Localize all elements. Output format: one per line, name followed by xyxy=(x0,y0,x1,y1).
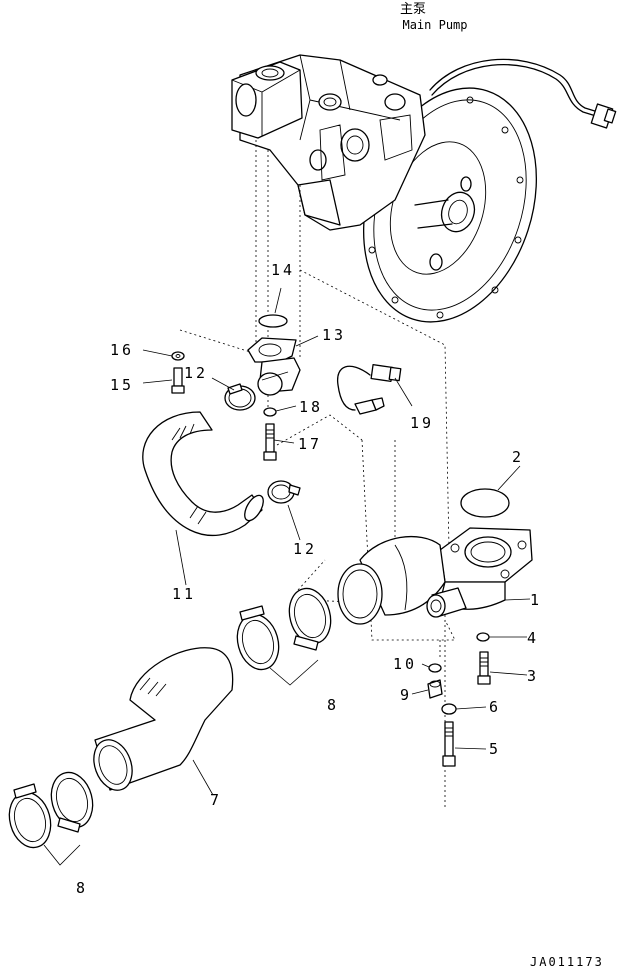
callout-15: 15 xyxy=(110,376,134,394)
callout-1: 1 xyxy=(530,591,542,609)
main-pump xyxy=(231,54,617,323)
upper-elbow-assembly xyxy=(171,314,402,504)
callout-7: 7 xyxy=(210,791,222,809)
hose-7 xyxy=(93,647,234,791)
callout-3: 3 xyxy=(527,667,539,685)
drawing-code: JA011173 xyxy=(530,955,604,969)
callout-5: 5 xyxy=(489,740,501,758)
callout-8-middle: 8 xyxy=(327,696,339,714)
callout-19: 19 xyxy=(410,414,434,432)
clamps-middle xyxy=(236,587,332,686)
callout-6: 6 xyxy=(489,698,501,716)
callouts: 14 13 16 15 12 18 17 19 12 11 2 1 4 3 10… xyxy=(76,261,542,897)
suction-elbow xyxy=(337,488,533,625)
callout-12-lower: 12 xyxy=(293,540,317,558)
callout-16: 16 xyxy=(110,341,134,359)
callout-18: 18 xyxy=(299,398,323,416)
callout-2: 2 xyxy=(512,448,524,466)
callout-12-upper: 12 xyxy=(184,364,208,382)
clamps-lower xyxy=(8,771,94,866)
callout-11: 11 xyxy=(172,585,196,603)
callout-13: 13 xyxy=(322,326,346,344)
callout-17: 17 xyxy=(298,435,322,453)
callout-10: 10 xyxy=(393,655,417,673)
callout-14: 14 xyxy=(271,261,295,279)
callout-4: 4 xyxy=(527,629,539,647)
hose-11 xyxy=(142,411,264,537)
fasteners-lower xyxy=(427,632,491,767)
callout-8-lower: 8 xyxy=(76,879,88,897)
title-chinese: 主泵 xyxy=(400,2,426,17)
leader-lines xyxy=(142,287,531,796)
callout-9: 9 xyxy=(400,686,412,704)
title-english: Main Pump xyxy=(402,18,467,32)
